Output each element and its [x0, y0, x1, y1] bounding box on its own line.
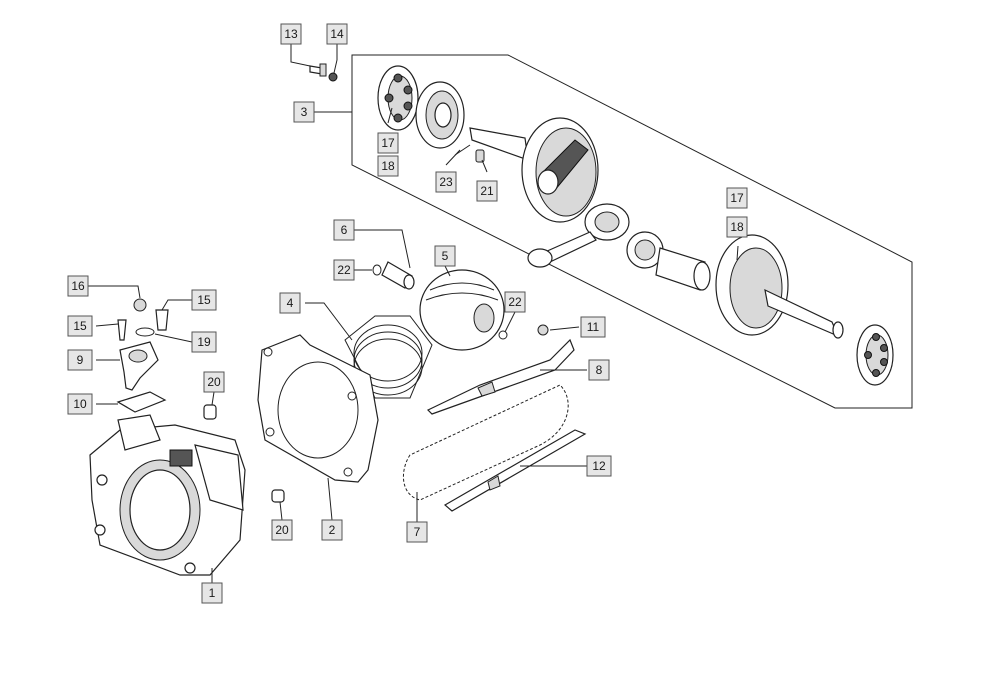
crankshaft-group-outline: [351, 54, 913, 409]
piston-pin: [381, 261, 415, 290]
svg-text:16: 16: [71, 279, 85, 293]
callout-17-right: 17: [726, 187, 748, 209]
needle-bearing: [626, 231, 664, 269]
callout-23: 23: [435, 171, 457, 193]
callout-2: 2: [321, 519, 343, 541]
svg-text:12: 12: [592, 459, 606, 473]
svg-text:7: 7: [414, 525, 421, 539]
callout-4: 4: [279, 292, 301, 314]
callout-3: 3: [293, 101, 315, 123]
svg-text:3: 3: [301, 105, 308, 119]
cylinder-gasket: [257, 334, 379, 483]
svg-text:1: 1: [209, 586, 216, 600]
svg-text:6: 6: [341, 223, 348, 237]
bolt-13: [309, 63, 327, 77]
svg-text:5: 5: [442, 249, 449, 263]
callout-18-top: 18: [377, 155, 399, 177]
callout-15-right: 15: [191, 289, 217, 311]
svg-text:20: 20: [207, 375, 221, 389]
callout-13: 13: [280, 23, 302, 45]
crankshaft-right-half: [715, 234, 844, 339]
svg-text:15: 15: [73, 319, 87, 333]
svg-text:21: 21: [480, 184, 494, 198]
leader-lines: [88, 44, 739, 583]
callout-22-right: 22: [504, 291, 526, 313]
svg-text:14: 14: [330, 27, 344, 41]
svg-text:19: 19: [197, 335, 211, 349]
svg-text:8: 8: [596, 363, 603, 377]
svg-text:20: 20: [275, 523, 289, 537]
callout-10: 10: [67, 393, 93, 415]
callout-11: 11: [580, 316, 606, 338]
cam-chain: [402, 384, 569, 501]
connecting-rod: [527, 203, 630, 268]
circlip-right: [498, 330, 508, 340]
svg-text:15: 15: [197, 293, 211, 307]
svg-text:9: 9: [77, 353, 84, 367]
circlip-left: [372, 264, 382, 276]
chain-tensioner: [119, 341, 159, 391]
svg-text:18: 18: [730, 220, 744, 234]
svg-text:22: 22: [337, 263, 351, 277]
tensioner-cap-bolt: [133, 298, 147, 312]
svg-text:4: 4: [287, 296, 294, 310]
dowel-pin-lower: [271, 489, 285, 503]
svg-text:22: 22: [508, 295, 522, 309]
crank-pin: [655, 247, 711, 291]
callout-14: 14: [326, 23, 348, 45]
svg-text:10: 10: [73, 397, 87, 411]
oil-seal: [415, 81, 465, 149]
crank-bearing-left: [377, 65, 419, 131]
callout-1: 1: [201, 582, 223, 604]
callout-16: 16: [67, 275, 89, 297]
callout-9: 9: [67, 349, 93, 371]
callout-5: 5: [434, 245, 456, 267]
dowel-pin-upper: [203, 404, 217, 420]
cylinder-block: [89, 414, 246, 576]
crank-bearing-right: [856, 324, 894, 386]
crankshaft-left-half: [469, 117, 599, 223]
callout-15-left: 15: [67, 315, 93, 337]
nut-14: [328, 72, 338, 82]
tensioner-o-ring: [135, 327, 155, 337]
tensioner-bolt: [537, 324, 549, 336]
svg-text:23: 23: [439, 175, 453, 189]
callout-7: 7: [406, 521, 428, 543]
svg-text:18: 18: [381, 159, 395, 173]
chain-tensioner-guide: [426, 338, 575, 415]
piston: [419, 269, 505, 351]
callout-20-lower: 20: [271, 519, 293, 541]
woodruff-key: [475, 149, 485, 163]
svg-text:2: 2: [329, 523, 336, 537]
callout-12: 12: [586, 455, 612, 477]
svg-text:11: 11: [587, 320, 600, 334]
chain-guide: [443, 429, 587, 512]
svg-text:17: 17: [381, 136, 395, 150]
tensioner-bolt-right: [155, 309, 169, 331]
callout-19: 19: [191, 331, 217, 353]
callout-21: 21: [476, 180, 498, 202]
callout-6: 6: [333, 219, 355, 241]
callout-18-right: 18: [726, 216, 748, 238]
tensioner-bolt-left: [117, 319, 127, 341]
svg-text:13: 13: [284, 27, 298, 41]
piston-rings: [344, 315, 433, 399]
callout-17-top: 17: [377, 132, 399, 154]
svg-text:17: 17: [730, 191, 744, 205]
tensioner-gasket: [116, 391, 167, 413]
callout-8: 8: [588, 359, 610, 381]
callout-22-left: 22: [333, 259, 355, 281]
callout-20-upper: 20: [203, 371, 225, 393]
